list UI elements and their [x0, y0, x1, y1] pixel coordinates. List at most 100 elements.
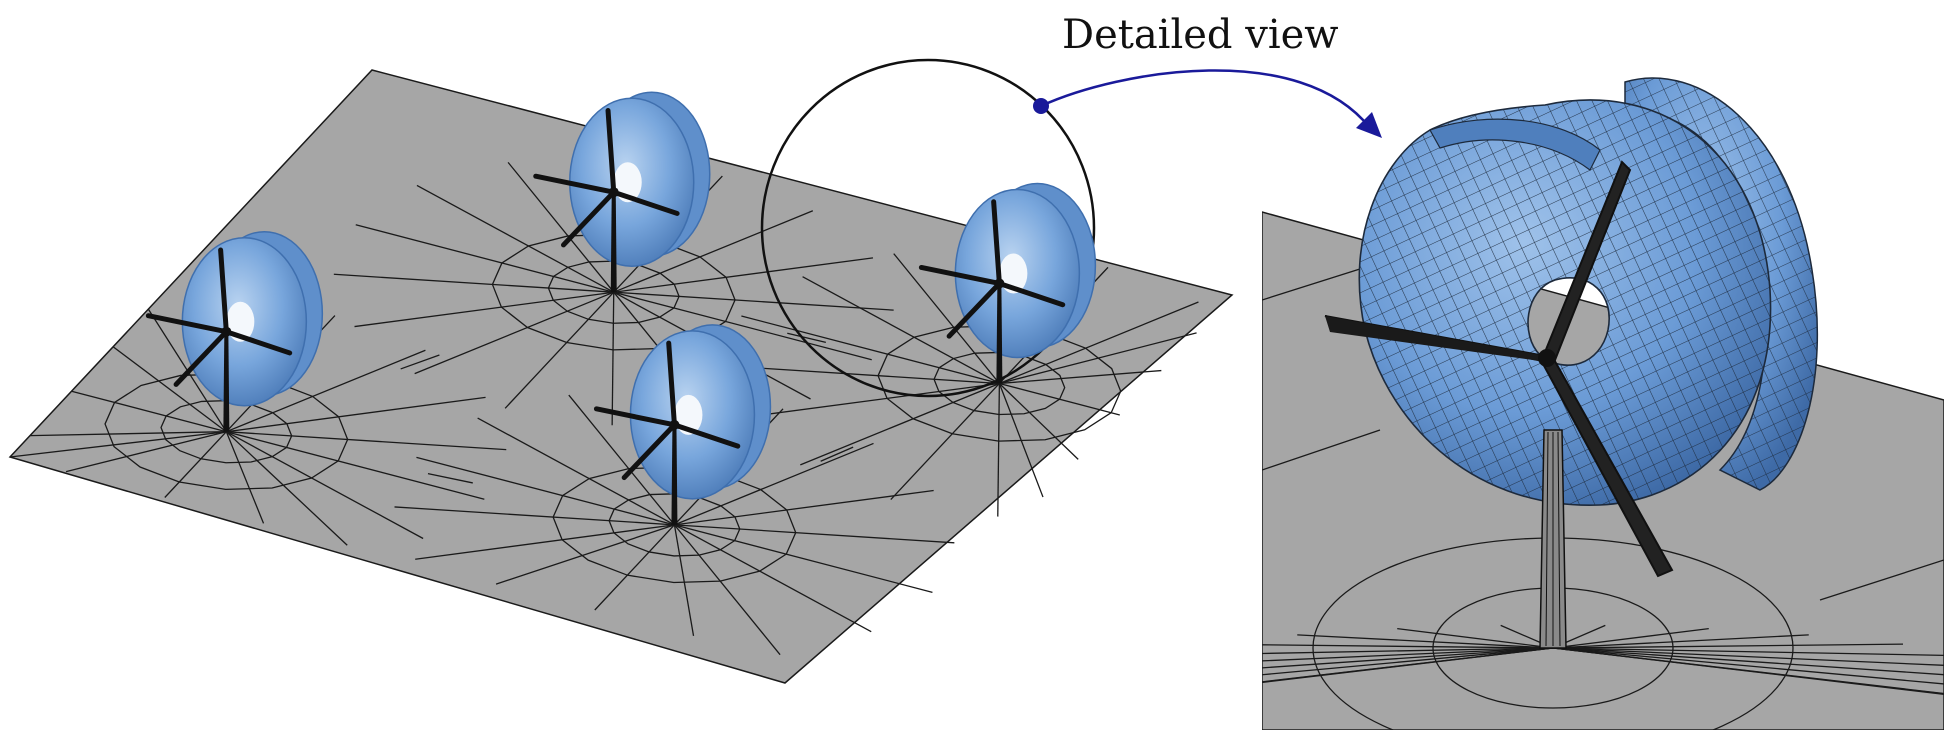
blade	[145, 313, 229, 335]
mesh-edge	[1262, 644, 1554, 649]
blade	[593, 406, 677, 428]
tower	[610, 192, 617, 293]
mesh-edge	[674, 524, 872, 633]
mesh-edge	[613, 210, 814, 293]
blade	[671, 422, 741, 449]
mesh-edge	[226, 431, 485, 500]
mesh-edge	[9, 431, 227, 458]
callout-label: Detailed view	[1062, 12, 1339, 58]
mesh-edge	[507, 161, 615, 293]
blade	[666, 340, 677, 428]
highlight-circle	[760, 58, 1096, 398]
mesh-edge	[613, 291, 872, 361]
mesh-edge	[673, 524, 781, 656]
blade	[621, 422, 677, 481]
mesh-edge	[611, 292, 615, 426]
mesh-edge	[1552, 647, 1944, 656]
detail-tower	[1539, 429, 1567, 649]
blade	[611, 189, 680, 216]
mesh-edge	[719, 364, 1000, 385]
mesh-edge	[427, 472, 473, 484]
mesh-edge	[802, 276, 1000, 385]
mesh-edge	[674, 442, 874, 526]
mesh-edge	[416, 456, 675, 526]
mesh-edge	[1262, 429, 1381, 471]
farm-overview	[8, 69, 1234, 684]
mesh-edge	[1262, 647, 1554, 683]
detail-wake	[1358, 77, 1819, 506]
turbine-group	[145, 91, 1097, 525]
mesh-edge	[613, 291, 894, 311]
hub	[608, 187, 619, 198]
mesh-edge	[226, 396, 486, 433]
mesh-edge	[226, 431, 507, 451]
mesh-edge	[477, 417, 675, 526]
mesh-edge	[1262, 647, 1554, 662]
turbine-front	[593, 324, 772, 525]
mesh-edge	[333, 273, 614, 293]
mesh-edge	[65, 431, 227, 473]
blade	[918, 264, 1002, 286]
mesh-edge	[1552, 647, 1944, 685]
mesh-edge	[414, 291, 614, 375]
mesh-edge	[225, 431, 348, 546]
blade	[560, 189, 617, 248]
mesh-edge	[1819, 559, 1944, 601]
detail-rotor	[1324, 160, 1674, 578]
mesh-edge	[1262, 647, 1554, 676]
mesh-edge	[1262, 647, 1554, 655]
tower	[223, 331, 230, 432]
mesh-edge	[226, 431, 424, 540]
mesh-edge	[674, 524, 955, 544]
mesh-edge	[355, 224, 614, 293]
tower	[671, 424, 678, 525]
mesh-ring	[491, 233, 736, 351]
mesh-edge	[226, 349, 426, 433]
mesh-edge	[613, 257, 874, 293]
blade	[218, 247, 229, 335]
mesh-edge	[416, 184, 615, 293]
hub	[221, 326, 232, 337]
mesh-edge	[29, 431, 227, 437]
mesh-edge	[400, 354, 440, 370]
mesh-edge	[998, 383, 1079, 460]
turbine-right-highlighted	[918, 182, 1097, 384]
mesh-edge	[1297, 634, 1554, 649]
callout-arrow	[1033, 69, 1382, 138]
ground-plane	[8, 69, 1234, 684]
blade	[946, 280, 1002, 339]
mesh-ring	[933, 351, 1066, 416]
blade	[605, 108, 617, 195]
mesh-ring	[877, 325, 1122, 442]
blade	[996, 280, 1066, 308]
mesh-ring	[552, 466, 797, 584]
hub	[669, 419, 680, 430]
blade	[223, 329, 293, 356]
mesh-edge	[1397, 627, 1554, 649]
mesh-edge	[164, 431, 227, 498]
mesh-edge	[71, 390, 227, 433]
mesh-edge	[415, 524, 675, 560]
mesh-edge	[394, 506, 675, 526]
mesh-edge	[800, 382, 1000, 466]
mesh-edge	[741, 315, 1000, 385]
mesh-edge	[999, 301, 1199, 385]
mesh-ring	[104, 373, 349, 491]
mesh-edge	[999, 369, 1162, 385]
mesh-edge	[1552, 647, 1944, 666]
turbine-left	[145, 230, 324, 432]
mesh-edge	[1552, 627, 1709, 649]
mesh-edge	[354, 291, 614, 328]
mesh-edge	[893, 253, 1000, 384]
mesh-edge	[890, 383, 1000, 501]
mesh-edge	[1552, 647, 1944, 676]
mesh-ring	[160, 400, 293, 464]
mesh-edge	[568, 394, 675, 526]
mesh-edge	[1262, 647, 1554, 669]
mesh-edge	[1552, 634, 1809, 649]
blade	[991, 199, 1002, 286]
mesh-edge	[594, 524, 675, 611]
mesh-ring	[547, 260, 680, 324]
blade	[533, 173, 617, 195]
